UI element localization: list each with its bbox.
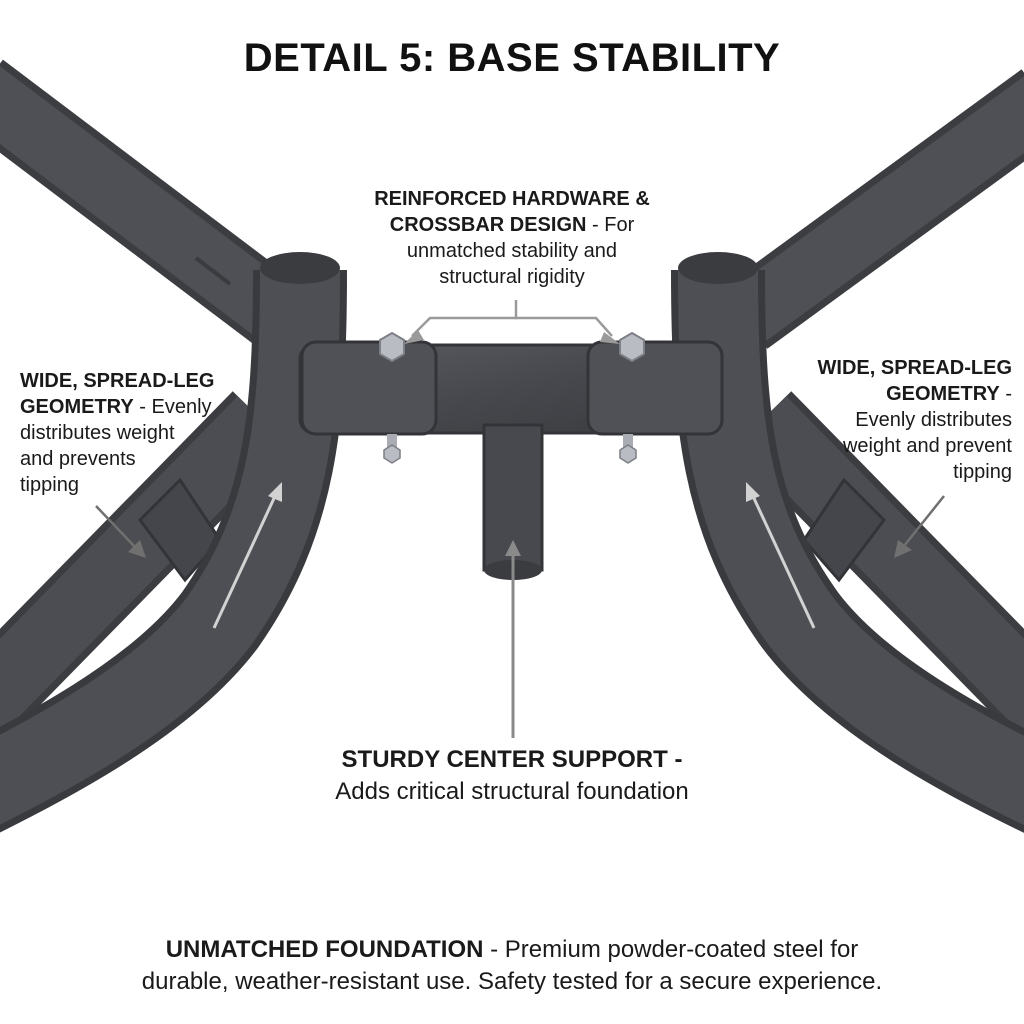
footer-body-line1: Premium powder-coated steel for: [504, 936, 859, 963]
right-legs-body-line4: weight and prevent: [842, 435, 1012, 457]
footer-text: UNMATCHED FOUNDATION - Premium powder-co…: [40, 934, 984, 998]
bolt-top-left: [379, 331, 405, 363]
left-leg-pointer-arrow: [95, 505, 146, 558]
hardware-body-line2: unmatched stability and: [406, 240, 618, 262]
left-legs-body-inline: Evenly: [151, 396, 212, 418]
hardware-body-line3: structural rigidity: [439, 266, 585, 288]
hardware-bracket-arrow: [404, 300, 620, 344]
right-legs-heading-line1: WIDE, SPREAD-LEG: [817, 357, 1012, 379]
footer-body-line2: durable, weather-resistant use. Safety t…: [141, 968, 883, 995]
hardware-body-inline: For: [604, 214, 635, 236]
hardware-callout: REINFORCED HARDWARE & CROSSBAR DESIGN - …: [312, 186, 712, 290]
left-legs-body-line3: distributes weight: [20, 422, 175, 444]
right-tube-direction-arrow: [746, 482, 816, 629]
center-support-callout: STURDY CENTER SUPPORT - Adds critical st…: [260, 744, 764, 808]
hardware-heading-line2: CROSSBAR DESIGN: [389, 214, 587, 236]
hardware-separator: -: [586, 214, 605, 236]
center-support-heading: STURDY CENTER SUPPORT: [341, 746, 668, 773]
bolt-bottom-left: [383, 434, 401, 464]
left-legs-heading-line1: WIDE, SPREAD-LEG: [20, 370, 215, 392]
left-legs-body-line5: tipping: [20, 474, 79, 496]
hardware-heading-line1: REINFORCED HARDWARE &: [374, 188, 650, 210]
left-lower-leg: [0, 391, 292, 746]
left-legs-separator: -: [133, 396, 152, 418]
right-lower-leg: [732, 391, 1024, 746]
right-leg-pointer-arrow: [894, 495, 945, 558]
bolt-top-right: [619, 331, 645, 363]
right-legs-body-line3: Evenly distributes: [855, 409, 1012, 431]
page-title: DETAIL 5: BASE STABILITY: [243, 36, 781, 80]
bolt-bottom-right: [619, 434, 637, 464]
right-legs-separator: -: [999, 383, 1012, 405]
right-legs-callout: WIDE, SPREAD-LEG GEOMETRY - Evenly distr…: [790, 355, 1012, 485]
left-legs-heading-line2: GEOMETRY: [20, 396, 134, 418]
left-curved-leg: [0, 252, 347, 833]
center-support-separator: -: [667, 746, 683, 773]
right-upper-leg: [722, 69, 1024, 349]
footer-heading: UNMATCHED FOUNDATION: [165, 936, 484, 963]
left-legs-callout: WIDE, SPREAD-LEG GEOMETRY - Evenly distr…: [20, 368, 235, 498]
left-upper-leg: [0, 59, 305, 349]
left-tube-direction-arrow: [212, 482, 282, 629]
right-legs-heading-line2: GEOMETRY: [886, 383, 1000, 405]
crossbar: [298, 340, 724, 436]
footer-separator: -: [483, 936, 505, 963]
center-support-body: Adds critical structural foundation: [335, 778, 689, 805]
center-support-pointer-arrow: [505, 540, 521, 738]
left-legs-body-line4: and prevents: [20, 448, 136, 470]
right-legs-body-line5: tipping: [953, 461, 1012, 483]
